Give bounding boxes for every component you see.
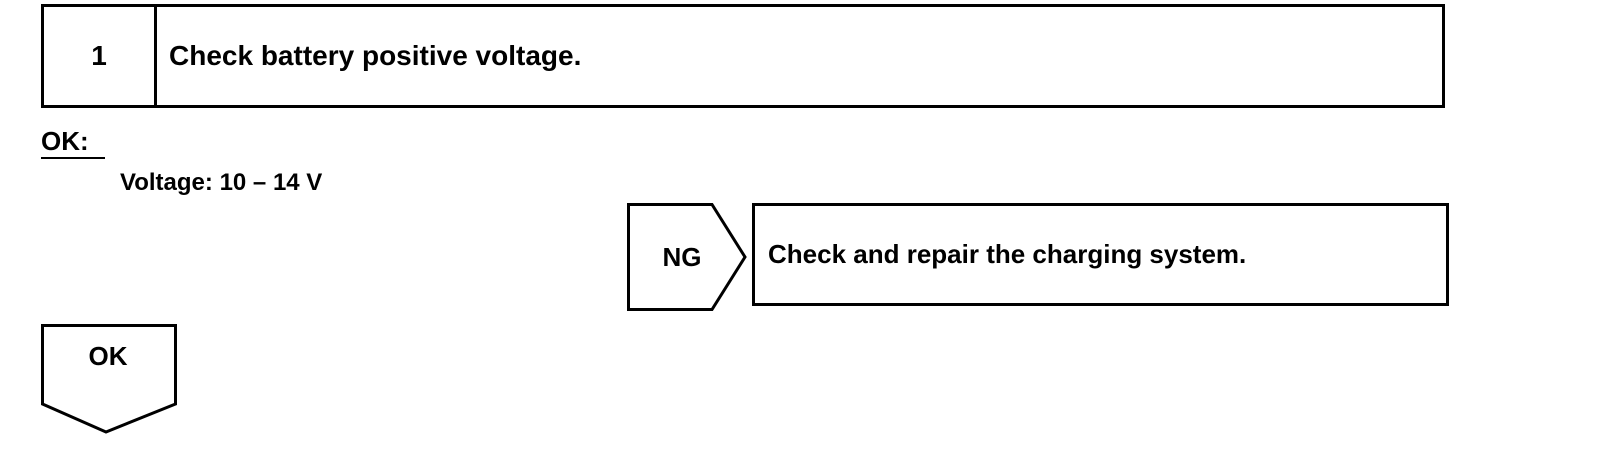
ok-criteria-label: OK: bbox=[41, 125, 105, 159]
step-number: 1 bbox=[44, 7, 157, 105]
ok-arrow-shape bbox=[41, 324, 177, 434]
step-title: Check battery positive voltage. bbox=[169, 40, 582, 71]
ng-action-text: Check and repair the charging system. bbox=[768, 239, 1247, 269]
ok-label: OK bbox=[88, 341, 128, 371]
step-box: 1 Check battery positive voltage. bbox=[41, 4, 1445, 108]
voltage-spec: Voltage: 10 – 14 V bbox=[120, 169, 323, 196]
ng-arrow-shape bbox=[627, 203, 747, 311]
ng-action-box: Check and repair the charging system. bbox=[752, 203, 1449, 306]
ng-label: NG bbox=[662, 241, 702, 272]
